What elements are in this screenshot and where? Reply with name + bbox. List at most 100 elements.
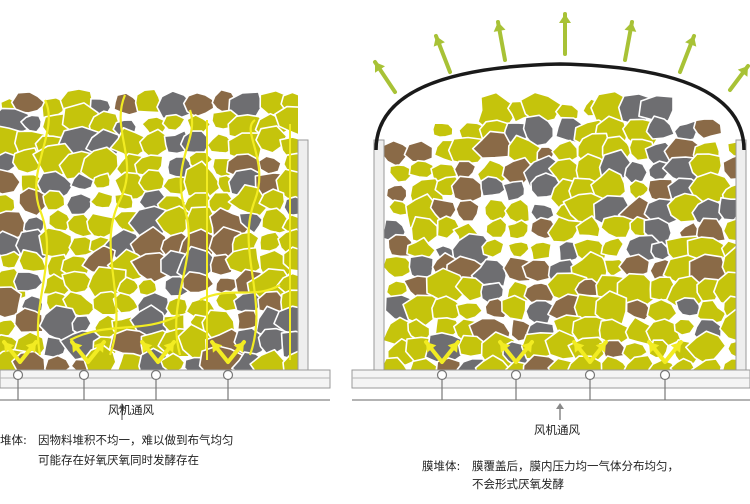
fan-nozzle-icon (659, 369, 671, 381)
up-arrow-icon-head (559, 14, 571, 23)
fan-nozzle-icon (12, 369, 24, 381)
up-arrow-icon-head (447, 342, 458, 353)
right-material-chunk (480, 175, 508, 197)
right-material-chunk (453, 160, 477, 179)
up-arrow-icon-head (118, 403, 126, 409)
up-arrow-icon-head (93, 342, 104, 353)
right-base-slab (351, 369, 750, 389)
right-material-chunk (645, 115, 676, 140)
left-caption-line1: 因物料堆积不均一，难以做到布气均匀 (38, 433, 234, 447)
up-arrow-icon-head (624, 22, 637, 32)
right-material-chunk (381, 255, 414, 279)
left-inflow-arrows (2, 340, 246, 364)
fan-nozzle-icon (150, 369, 162, 381)
right-material-chunk (507, 240, 530, 259)
up-arrow-icon-head (670, 342, 681, 353)
right-fan-label: 风机通风 (534, 423, 580, 437)
up-arrow-icon-head (521, 342, 532, 353)
right-material-chunk (600, 236, 625, 258)
right-material-chunk (564, 355, 606, 372)
fan-nozzle-icon (222, 369, 234, 381)
right-material-chunk (431, 122, 454, 138)
right-material-chunk (474, 354, 511, 372)
right-material-chunk (388, 164, 413, 184)
right-material-chunk (600, 355, 630, 372)
right-material-chunk (455, 199, 480, 222)
left-material-chunk (89, 190, 114, 209)
up-arrow-icon-head (493, 22, 506, 32)
up-arrow-icon-head (72, 342, 83, 353)
fan-nozzle-icon (510, 369, 522, 381)
left-material-chunk (20, 114, 43, 133)
right-material-chunk (504, 198, 531, 225)
left-container-wall (297, 139, 309, 373)
left-fan-inlet-arrow (118, 403, 126, 420)
left-material-chunk (113, 193, 134, 211)
right-material-chunk (712, 271, 738, 308)
left-material-chunk (161, 113, 186, 132)
up-arrow-icon-head (500, 342, 511, 353)
up-arrow-icon-head (142, 342, 153, 353)
fan-nozzle-icon (436, 369, 448, 381)
right-material-chunk (675, 296, 701, 317)
left-airflow-paths (35, 94, 291, 360)
left-material-chunk (42, 189, 66, 211)
up-arrow-icon-head (426, 342, 437, 353)
right-material-chunk (500, 294, 527, 322)
left-material-chunk (137, 278, 158, 298)
left-material-chunk (43, 354, 72, 372)
right-material-chunk (521, 258, 553, 283)
right-material-chunk (529, 241, 553, 262)
left-airflow-line (35, 99, 50, 356)
right-material-chunk (722, 152, 738, 181)
up-arrow-icon-head (433, 36, 445, 47)
left-material-chunk (134, 88, 162, 114)
right-material-chunk (450, 175, 484, 205)
right-material-chunk (436, 215, 461, 240)
exhaust-arrows (373, 12, 750, 94)
up-arrow-icon-head (556, 403, 564, 409)
right-material-chunk (522, 114, 555, 148)
right-fan-inlet-arrow (556, 403, 564, 420)
left-material-chunk (206, 132, 235, 154)
up-arrow-icon-head (163, 342, 174, 353)
right-material-chunk (455, 301, 484, 321)
right-material-chunk (403, 140, 434, 163)
left-airflow-line (247, 119, 261, 356)
left-material-chunk (0, 168, 22, 195)
right-material-chunk (624, 316, 654, 346)
left-material-chunk (92, 172, 111, 189)
right-material-chunk (726, 340, 738, 359)
left-caption-line2: 可能存在好氧厌氧同时发酵存在 (38, 453, 199, 467)
right-container-wall-left (373, 139, 385, 373)
left-material-chunk (273, 305, 298, 335)
right-material-chunk (599, 215, 635, 239)
left-base-slab (0, 369, 331, 389)
left-material-chunk (65, 192, 92, 216)
left-material-chunk (0, 250, 22, 270)
right-inflow-arrows (424, 340, 683, 364)
right-container-wall-right (735, 139, 747, 373)
right-material-chunk (529, 203, 555, 222)
left-fan-label: 风机通风 (108, 403, 154, 417)
up-arrow-icon-head (685, 36, 697, 47)
right-material-chunk (481, 237, 505, 259)
up-arrow-icon-head (212, 342, 223, 353)
up-arrow-icon-head (375, 62, 385, 73)
left-material-chunk (257, 155, 282, 175)
left-material-chunk (273, 105, 298, 136)
right-material-chunk (506, 219, 530, 240)
right-material-chunk (618, 253, 651, 278)
membrane-cover-icon (374, 62, 746, 151)
left-material-chunk (13, 271, 44, 292)
up-arrow-icon-head (649, 342, 660, 353)
right-material-chunk (554, 103, 580, 122)
left-caption-head: 堆体: (0, 433, 27, 447)
left-airflow-line (199, 284, 281, 301)
up-arrow-icon-head (574, 342, 585, 353)
left-material-chunk (38, 227, 73, 258)
right-material-chunk (575, 215, 601, 238)
right-material-chunk (502, 180, 526, 202)
